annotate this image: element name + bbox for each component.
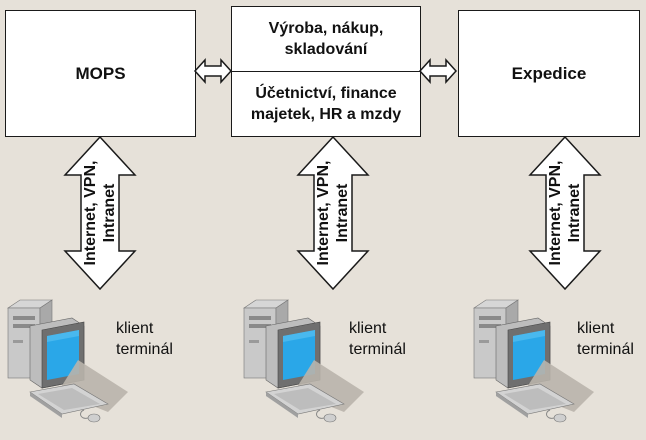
production-label-line1: Výroba, nákup,	[268, 20, 384, 37]
terminal-label-line2: terminál	[116, 341, 173, 358]
connection-label-line2: Intranet	[334, 183, 351, 242]
erp-box: Výroba, nákup, skladování Účetnictví, fi…	[231, 6, 421, 137]
production-section: Výroba, nákup, skladování	[232, 7, 420, 72]
connection-label-line1: Internet, VPN,	[547, 161, 564, 266]
mops-label: MOPS	[75, 63, 126, 83]
terminal-label-line1: klient	[577, 320, 615, 337]
terminal-label-line1: klient	[349, 320, 387, 337]
connection-label-line2: Intranet	[566, 183, 583, 242]
accounting-label-line2: majetek, HR a mzdy	[250, 106, 402, 123]
terminal-label-line1: klient	[116, 320, 154, 337]
connection-label-line1: Internet, VPN,	[82, 161, 99, 266]
connection-label-line1: Internet, VPN,	[315, 161, 332, 266]
terminal-label: klient terminál	[116, 318, 173, 360]
mops-box: MOPS	[5, 10, 196, 137]
accounting-label-line1: Účetnictví, finance	[255, 85, 397, 102]
computer-icon	[243, 299, 365, 423]
double-arrow-icon	[194, 59, 232, 83]
production-label-line2: skladování	[284, 41, 368, 58]
computer-icon	[7, 299, 129, 423]
computer-icon	[473, 299, 595, 423]
terminal-label: klient terminál	[349, 318, 406, 360]
terminal-label: klient terminál	[577, 318, 634, 360]
accounting-section: Účetnictví, finance majetek, HR a mzdy	[232, 72, 420, 136]
double-arrow-icon	[297, 136, 369, 290]
terminal-label-line2: terminál	[349, 341, 406, 358]
expedice-label: Expedice	[511, 63, 587, 83]
double-arrow-icon	[529, 136, 601, 290]
double-arrow-icon	[64, 136, 136, 290]
expedice-box: Expedice	[458, 10, 640, 137]
double-arrow-icon	[419, 59, 457, 83]
terminal-label-line2: terminál	[577, 341, 634, 358]
connection-label-line2: Intranet	[101, 183, 118, 242]
